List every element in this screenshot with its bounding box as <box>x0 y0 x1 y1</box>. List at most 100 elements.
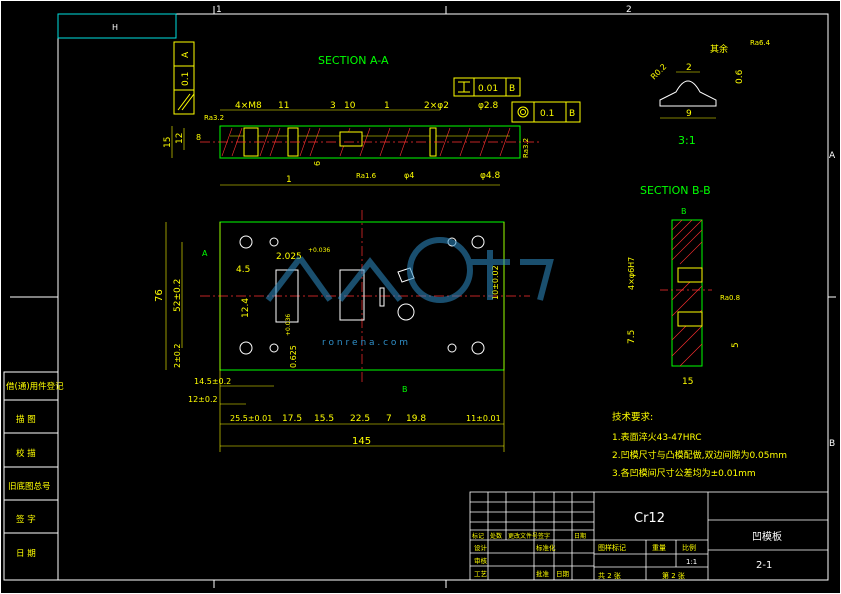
parallel-value: 0.1 <box>181 72 191 86</box>
side-label-2: 校 描 <box>16 448 36 459</box>
title-material: Cr12 <box>634 511 665 526</box>
side-register-table <box>3 371 59 581</box>
title-row-label-4: 日期 <box>574 532 586 540</box>
plan-d124: 12.4 <box>241 298 251 318</box>
plan-d52: 52±0.2 <box>173 279 183 312</box>
bb-ra08: Ra0.8 <box>720 294 740 302</box>
title-scale: 1:1 <box>686 558 697 566</box>
plan-d255: 25.5±0.01 <box>230 414 272 423</box>
section-aa-plate <box>200 125 540 159</box>
plan-d1002: 10±0.02 <box>491 265 500 300</box>
title-designer: 设计 <box>474 543 488 552</box>
plan-d145: 145 <box>352 436 371 447</box>
plan-d11x: 11±0.01 <box>466 414 501 423</box>
corner-label: H <box>112 23 118 32</box>
title-ratio-label: 比例 <box>682 543 696 552</box>
parallelism-frame <box>173 41 195 115</box>
flatness-ref: B <box>509 84 515 94</box>
bb-d75: 7.5 <box>627 330 637 344</box>
plan-d175: 17.5 <box>282 414 302 424</box>
detail-dim-06: 0.6 <box>735 69 745 84</box>
title-row-label-2: 更改文件号 <box>508 532 538 540</box>
plan-d12x: 12±0.2 <box>188 395 218 404</box>
aa-d15: 15 <box>163 137 173 148</box>
aa-phi48: φ4.8 <box>480 171 501 181</box>
bb-holes: 4×φ6H7 <box>627 257 636 290</box>
section-bb-view <box>660 219 712 367</box>
plan-mark-b: B <box>402 385 408 394</box>
title-row-label-0: 标记 <box>472 532 484 540</box>
detail-scale: 3:1 <box>678 134 696 147</box>
aa-holes: 4×M8 <box>235 101 262 111</box>
plan-d2025: 2.025 <box>276 252 302 262</box>
title-standard: 标准化 <box>536 543 556 552</box>
zone-a: A <box>829 151 836 161</box>
parallel-ref: A <box>181 51 191 58</box>
plan-d2: 2±0.2 <box>173 343 182 368</box>
aa-ra16: Ra1.6 <box>356 172 377 180</box>
bb-d5: 5 <box>731 342 741 348</box>
zone-1: 1 <box>216 5 222 15</box>
aa-d10: 10 <box>344 101 356 111</box>
detail-dim-2: 2 <box>686 63 692 73</box>
plan-dim-lines <box>165 222 505 452</box>
plan-view <box>200 210 530 384</box>
watermark-text: r o n r e n a . c o m <box>322 338 408 348</box>
side-label-4: 签 字 <box>16 514 36 525</box>
title-row-label-3: 签字 <box>538 532 550 540</box>
plan-d76: 76 <box>154 289 165 302</box>
plan-d0625-tol: +0.036 <box>285 314 292 336</box>
detail-rest-ra: Ra6.4 <box>750 39 771 47</box>
title-checker: 审核 <box>474 556 488 565</box>
detail-dim-9: 9 <box>686 109 692 119</box>
title-approve: 批准 <box>536 569 550 578</box>
title-block <box>469 491 829 581</box>
aa-d1b: 1 <box>286 175 292 185</box>
coax-value: 0.1 <box>540 109 554 119</box>
plan-d0625: 0.625 <box>289 345 298 368</box>
section-aa-dim-lines <box>171 109 500 186</box>
requirement-1: 1.表面淬火43-47HRC <box>612 431 702 443</box>
requirements-title: 技术要求: <box>612 411 653 423</box>
plan-d225: 22.5 <box>350 414 370 424</box>
bb-d15: 15 <box>682 377 693 387</box>
aa-d3: 3 <box>330 101 336 111</box>
aa-d11: 11 <box>278 101 289 111</box>
side-label-5: 日 期 <box>16 549 36 559</box>
plan-d155: 15.5 <box>314 414 334 424</box>
aa-d12: 12 <box>175 133 185 144</box>
side-label-0: 借(通)用件登记 <box>6 381 64 392</box>
plan-mark-a: A <box>202 249 208 258</box>
title-sheet-no: 第 2 张 <box>662 571 685 580</box>
aa-phi28: φ2.8 <box>478 101 499 111</box>
zone-2: 2 <box>626 5 632 15</box>
title-part-name: 凹模板 <box>752 530 782 543</box>
aa-ra32b: Ra3.2 <box>522 138 530 158</box>
title-stage-label: 图样标记 <box>598 543 626 552</box>
plan-d198: 19.8 <box>406 414 426 424</box>
detail-r: R0.2 <box>649 62 668 81</box>
requirement-2: 2.凹模尺寸与凸模配做,双边间隙为0.05mm <box>612 449 787 461</box>
watermark-logo <box>265 237 554 303</box>
title-mass-label: 重量 <box>652 544 666 552</box>
plan-d45: 4.5 <box>236 265 250 275</box>
title-process: 工艺 <box>474 570 488 578</box>
title-row-label-1: 处数 <box>490 532 502 540</box>
detail-view <box>659 71 717 119</box>
requirement-3: 3.各凹模间尺寸公差均为±0.01mm <box>612 467 756 479</box>
side-label-3: 旧底图总号 <box>8 481 51 492</box>
plan-d145x: 14.5±0.2 <box>194 377 231 386</box>
corner-box <box>57 13 177 39</box>
aa-phi4: φ4 <box>404 171 414 180</box>
title-drawing-no: 2-1 <box>756 560 772 571</box>
side-label-1: 描 图 <box>16 414 36 425</box>
title-date-label: 日期 <box>556 570 570 578</box>
plan-d7: 7 <box>386 414 392 424</box>
section-bb-tag: B <box>681 207 687 216</box>
section-bb-title: SECTION B-B <box>640 184 711 197</box>
aa-d6: 6 <box>313 161 322 166</box>
flatness-value: 0.01 <box>478 84 498 94</box>
